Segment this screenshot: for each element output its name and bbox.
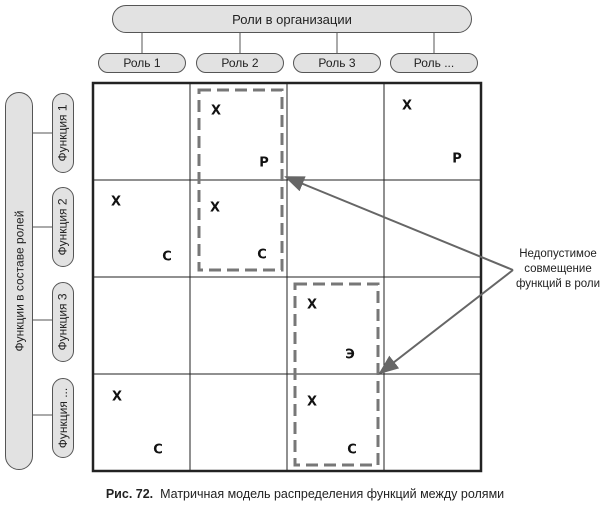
role-3-label: Роль 3 <box>318 56 356 70</box>
caption-label: Рис. 72. <box>105 487 154 501</box>
cell-r2-c1-letter-2: С <box>162 249 172 265</box>
conflict-annotation: Недопустимое совмещение функций в роли <box>515 248 601 290</box>
role-more-label: Роль ... <box>413 56 455 70</box>
cell-r2-c2-letter-2: С <box>257 247 267 263</box>
role-1-label: Роль 1 <box>123 56 161 70</box>
function-1: Функция 1 <box>52 93 74 173</box>
cell-r1-c2-letter-2: Р <box>259 155 269 171</box>
conflict-box-role2 <box>197 88 284 272</box>
cell-r3-c3-letter-2: Э <box>345 347 355 363</box>
role-more: Роль ... <box>390 53 478 73</box>
arrow-to-role2 <box>284 176 514 271</box>
cell-r1-c2-letter-1: Х <box>210 103 222 119</box>
function-more-label: Функция ... <box>56 387 71 449</box>
cell-r4-c3-letter-2: С <box>347 442 357 458</box>
cell-r3-c3-letter-1: Х <box>306 297 318 313</box>
cell-r1-c4-letter-2: Р <box>452 151 462 167</box>
functions-header: Функции в составе ролей <box>5 92 33 470</box>
roles-header-label: Роли в организации <box>232 11 352 27</box>
cell-r4-c3-letter-1: Х <box>306 394 318 410</box>
function-connectors <box>33 132 52 416</box>
cell-r4-c1-letter-2: С <box>153 442 163 458</box>
roles-header: Роли в организации <box>112 5 472 33</box>
cell-r2-c1-letter-1: Х <box>110 194 122 210</box>
cell-r4-c1-letter-1: Х <box>111 389 123 405</box>
matrix-grid <box>91 81 483 473</box>
role-3: Роль 3 <box>293 53 381 73</box>
role-connectors <box>141 33 435 53</box>
function-3-label: Функция 3 <box>56 293 70 351</box>
cell-r2-c2-letter-1: Х <box>209 200 221 216</box>
caption-text: Матричная модель распределения функций м… <box>160 487 505 501</box>
conflict-box-role3 <box>293 282 380 467</box>
function-1-label: Функция 1 <box>56 104 70 162</box>
function-more: Функция ... <box>52 378 74 458</box>
function-2-label: Функция 2 <box>56 198 70 256</box>
function-2: Функция 2 <box>52 187 74 267</box>
role-2: Роль 2 <box>196 53 284 73</box>
function-3: Функция 3 <box>52 282 74 362</box>
cell-r1-c4-letter-1: Х <box>401 98 413 114</box>
figure-caption: Рис. 72. Матричная модель распределения … <box>0 487 610 501</box>
role-1: Роль 1 <box>98 53 186 73</box>
arrow-to-role3 <box>378 269 514 375</box>
functions-header-label: Функции в составе ролей <box>12 210 27 352</box>
role-2-label: Роль 2 <box>221 56 259 70</box>
